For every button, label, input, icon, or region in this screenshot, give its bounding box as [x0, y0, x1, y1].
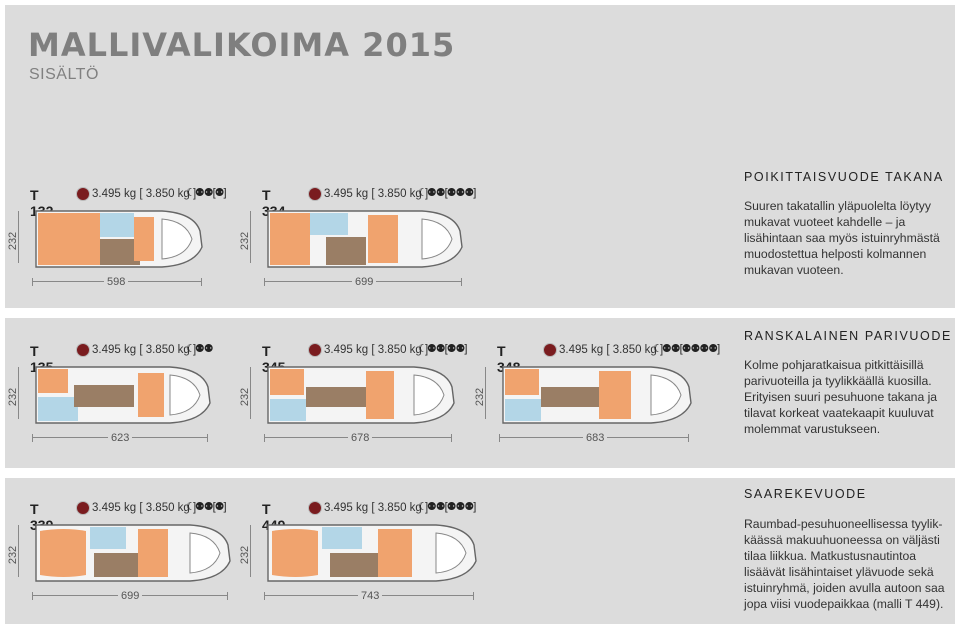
- model-length: 699: [118, 590, 143, 602]
- floorplan-drawing: [267, 366, 455, 424]
- model-width: 232: [7, 231, 20, 251]
- page-title: MALLIVALIKOIMA 2015: [28, 26, 456, 64]
- model-weight: 3.495 kg [ 3.850 kg ]: [92, 344, 197, 356]
- floorplan-drawing: [35, 524, 231, 582]
- feature-body-transverse-bed: Suuren takatallin yläpuolelta löytyy muk…: [744, 199, 940, 277]
- model-weight: 3.495 kg [ 3.850 kg ]: [324, 344, 429, 356]
- floorplan-drawing: [502, 366, 692, 424]
- feature-body-island-bed: Raumbad-pesuhuoneellisessa tyylik-käässä…: [744, 517, 945, 611]
- model-weight: 3.495 kg [ 3.850 kg ]: [324, 502, 429, 514]
- width-dimension-line: [18, 211, 19, 263]
- width-dimension-line: [250, 367, 251, 419]
- brand-logo-icon: [308, 343, 322, 357]
- floorplan-drawing: [35, 366, 211, 424]
- sleeping-places-icon: ☾⚉⚉[⚉]: [186, 501, 227, 513]
- brand-logo-icon: [76, 501, 90, 515]
- sleeping-places-icon: ☾⚉⚉[⚉⚉⚉⚉]: [653, 343, 720, 355]
- width-dimension-line: [485, 367, 486, 419]
- model-length: 683: [583, 432, 608, 444]
- model-length: 743: [358, 590, 383, 602]
- model-width: 232: [7, 387, 20, 407]
- model-length: 699: [352, 276, 377, 288]
- model-length: 598: [104, 276, 129, 288]
- model-width: 232: [239, 545, 252, 565]
- sleeping-places-icon: ☾⚉⚉[⚉⚉⚉]: [418, 501, 476, 513]
- feature-title-transverse-bed: POIKITTAISVUODE TAKANA: [744, 170, 944, 184]
- floorplan-drawing: [267, 524, 477, 582]
- width-dimension-line: [250, 525, 251, 577]
- sleeping-places-icon: ☾⚉⚉[⚉⚉⚉]: [418, 187, 476, 199]
- brand-logo-icon: [76, 187, 90, 201]
- sleeping-places-icon: ☾⚉⚉: [186, 343, 214, 355]
- model-weight: 3.495 kg [ 3.850 kg ]: [324, 188, 429, 200]
- sleeping-places-icon: ☾⚉⚉[⚉]: [186, 187, 227, 199]
- model-width: 232: [239, 387, 252, 407]
- width-dimension-line: [18, 367, 19, 419]
- feature-body-french-bed: Kolme pohjaratkaisua pitkittäisillä pari…: [744, 358, 938, 436]
- model-length: 623: [108, 432, 133, 444]
- model-width: 232: [474, 387, 487, 407]
- brand-logo-icon: [76, 343, 90, 357]
- floorplan-drawing: [35, 210, 203, 268]
- sleeping-places-icon: ☾⚉⚉[⚉⚉]: [418, 343, 467, 355]
- model-weight: 3.495 kg [ 3.850 kg ]: [92, 502, 197, 514]
- brand-logo-icon: [543, 343, 557, 357]
- width-dimension-line: [18, 525, 19, 577]
- model-width: 232: [7, 545, 20, 565]
- feature-title-island-bed: SAAREKEVUODE: [744, 487, 867, 501]
- brand-logo-icon: [308, 187, 322, 201]
- page-subtitle: SISÄLTÖ: [29, 66, 99, 83]
- model-width: 232: [239, 231, 252, 251]
- feature-title-french-bed: RANSKALAINEN PARIVUODE: [744, 329, 952, 343]
- model-weight: 3.495 kg [ 3.850 kg ]: [559, 344, 664, 356]
- floorplan-drawing: [267, 210, 463, 268]
- model-weight: 3.495 kg [ 3.850 kg ]: [92, 188, 197, 200]
- model-length: 678: [348, 432, 373, 444]
- brand-logo-icon: [308, 501, 322, 515]
- width-dimension-line: [250, 211, 251, 263]
